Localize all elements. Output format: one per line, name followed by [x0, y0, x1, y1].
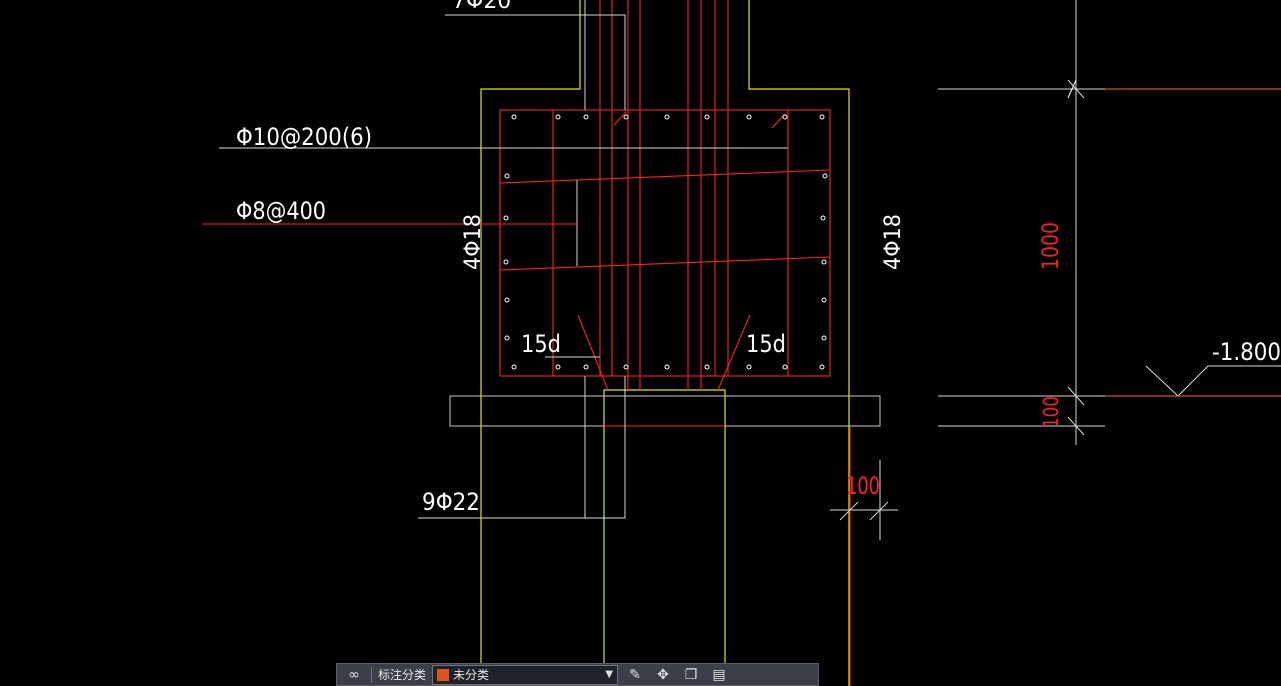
- dim-100-right-label: 100: [1039, 396, 1063, 428]
- side-bars-left-label: 4Φ18: [461, 214, 486, 270]
- dim-1000-label: 1000: [1039, 222, 1064, 270]
- dim-100-bottom-label: 100: [846, 472, 880, 500]
- leader-lines: [219, 0, 1281, 540]
- layer-category-value: 未分类: [453, 668, 490, 682]
- layer-category-select[interactable]: 未分类 ▼: [432, 664, 619, 685]
- rebar-dots: [503, 114, 828, 370]
- anchor-left-label: 15d: [521, 330, 561, 358]
- stirrup-label: Φ10@200(6): [236, 123, 372, 151]
- anchor-right-label: 15d: [746, 330, 786, 358]
- layer-category-label: 标注分类: [378, 668, 427, 682]
- cushion-layer: [449, 395, 881, 427]
- concrete-outline: [480, 0, 850, 686]
- copy-icon[interactable]: ❐: [684, 666, 698, 683]
- toolbar-divider: [371, 666, 372, 683]
- side-bars-right-label: 4Φ18: [881, 214, 906, 270]
- annotation-toolbar: ∞ 标注分类 未分类 ▼ ✎ ✥ ❐ ▤: [336, 663, 819, 686]
- edit-icon[interactable]: ✎: [629, 666, 641, 683]
- filter-icon[interactable]: ∞: [348, 666, 360, 683]
- move-icon[interactable]: ✥: [657, 666, 669, 683]
- rebar-cage: [499, 0, 851, 686]
- elevation-label: -1.800: [1212, 338, 1281, 366]
- chevron-down-icon: ▼: [605, 669, 614, 680]
- stack-icon[interactable]: ▤: [712, 666, 726, 683]
- tie-label: Φ8@400: [236, 197, 326, 225]
- top-bar-label: 7Φ20: [452, 0, 511, 14]
- bottom-bars-label: 9Φ22: [422, 488, 480, 516]
- layer-color-swatch: [437, 668, 450, 681]
